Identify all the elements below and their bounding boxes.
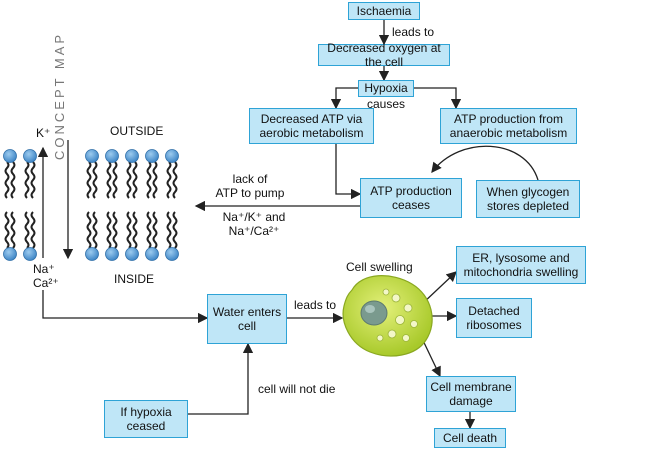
lipid-tail [24,161,30,199]
label-inside: INSIDE [114,272,155,286]
lipid-tail [152,161,158,199]
lipid-tail [172,211,178,249]
lipid-tail [86,161,92,199]
lipid-tail [126,161,132,199]
lipid-tail [4,211,10,249]
lipid-head [145,247,159,261]
label-pumps: Na⁺/K⁺ and Na⁺/Ca²⁺ [222,210,286,239]
label-leads-to-1: leads to [392,25,435,39]
concept-map-side-label: CONCEPT MAP [52,31,67,160]
lipid-head [165,149,179,163]
lipid-tail [172,161,178,199]
box-atp-ceases: ATP production ceases [360,178,462,218]
lipid-tail [86,211,92,249]
box-detached-ribosomes: Detached ribosomes [456,298,532,338]
label-na-ca-ions: Na⁺ Ca²⁺ [33,262,59,291]
box-glycogen: When glycogen stores depleted [476,180,580,218]
lipid-tail [146,211,152,249]
lipid-head [85,247,99,261]
box-if-hypoxia: If hypoxia ceased [104,400,188,438]
box-decreased-oxygen: Decreased oxygen at the cell [318,41,450,69]
box-ischaemia: Ischaemia [348,2,420,20]
arrow-ifhypoxia-water [188,342,254,415]
label-k-ion: K⁺ [36,126,51,140]
label-cell-swelling: Cell swelling [346,260,413,274]
lipid-tail [4,161,10,199]
arrow-cell-er [421,271,457,305]
box-hypoxia: Hypoxia [358,80,414,97]
label-outside: OUTSIDE [110,124,164,138]
box-cell-death: Cell death [434,428,506,448]
cell-membrane-bilayer [3,149,179,261]
lipid-tail [166,161,172,199]
box-decreased-atp: Decreased ATP via aerobic metabolism [249,108,374,144]
box-membrane-damage: Cell membrane damage [426,376,516,412]
box-er-swelling: ER, lysosome and mitochondria swelling [456,246,586,284]
lipid-tail [166,211,172,249]
lipid-head [23,149,37,163]
box-water-enters: Water enters cell [207,294,287,344]
lipid-tail [106,211,112,249]
lipid-tail [10,211,16,249]
lipid-head [105,247,119,261]
box-atp-anaerobic: ATP production from anaerobic metabolism [440,108,577,144]
lipid-tail [24,211,30,249]
lipid-tail [112,211,118,249]
arrow-decreased-atp-ceases [335,144,362,200]
lipid-head [85,149,99,163]
lipid-tail [30,161,36,199]
lipid-head [145,149,159,163]
lipid-tail [112,161,118,199]
arrow-membrane-water [42,290,209,324]
lipid-head [125,149,139,163]
label-leads-to-2: leads to [294,298,337,312]
lipid-head [23,247,37,261]
lipid-tail [10,161,16,199]
lipid-tail [132,161,138,199]
lipid-tail [30,211,36,249]
label-causes: causes [367,97,406,111]
arrow-glycogen-anaerobic-to-ceases [431,145,539,181]
lipid-tail [126,211,132,249]
lipid-head [3,247,17,261]
swollen-cell-image [342,275,433,357]
lipid-tail [106,161,112,199]
lipid-tail [146,161,152,199]
lipid-tail [92,161,98,199]
label-lack-of-atp: lack of ATP to pump [215,172,285,201]
lipid-head [165,247,179,261]
arrow-hypoxia-decreased-atp [330,87,358,110]
lipid-head [3,149,17,163]
lipid-head [105,149,119,163]
label-cell-will-not-die: cell will not die [258,382,336,396]
lipid-tail [132,211,138,249]
lipid-head [125,247,139,261]
arrow-hypoxia-anaerobic [414,87,462,110]
lipid-tail [152,211,158,249]
lipid-tail [92,211,98,249]
